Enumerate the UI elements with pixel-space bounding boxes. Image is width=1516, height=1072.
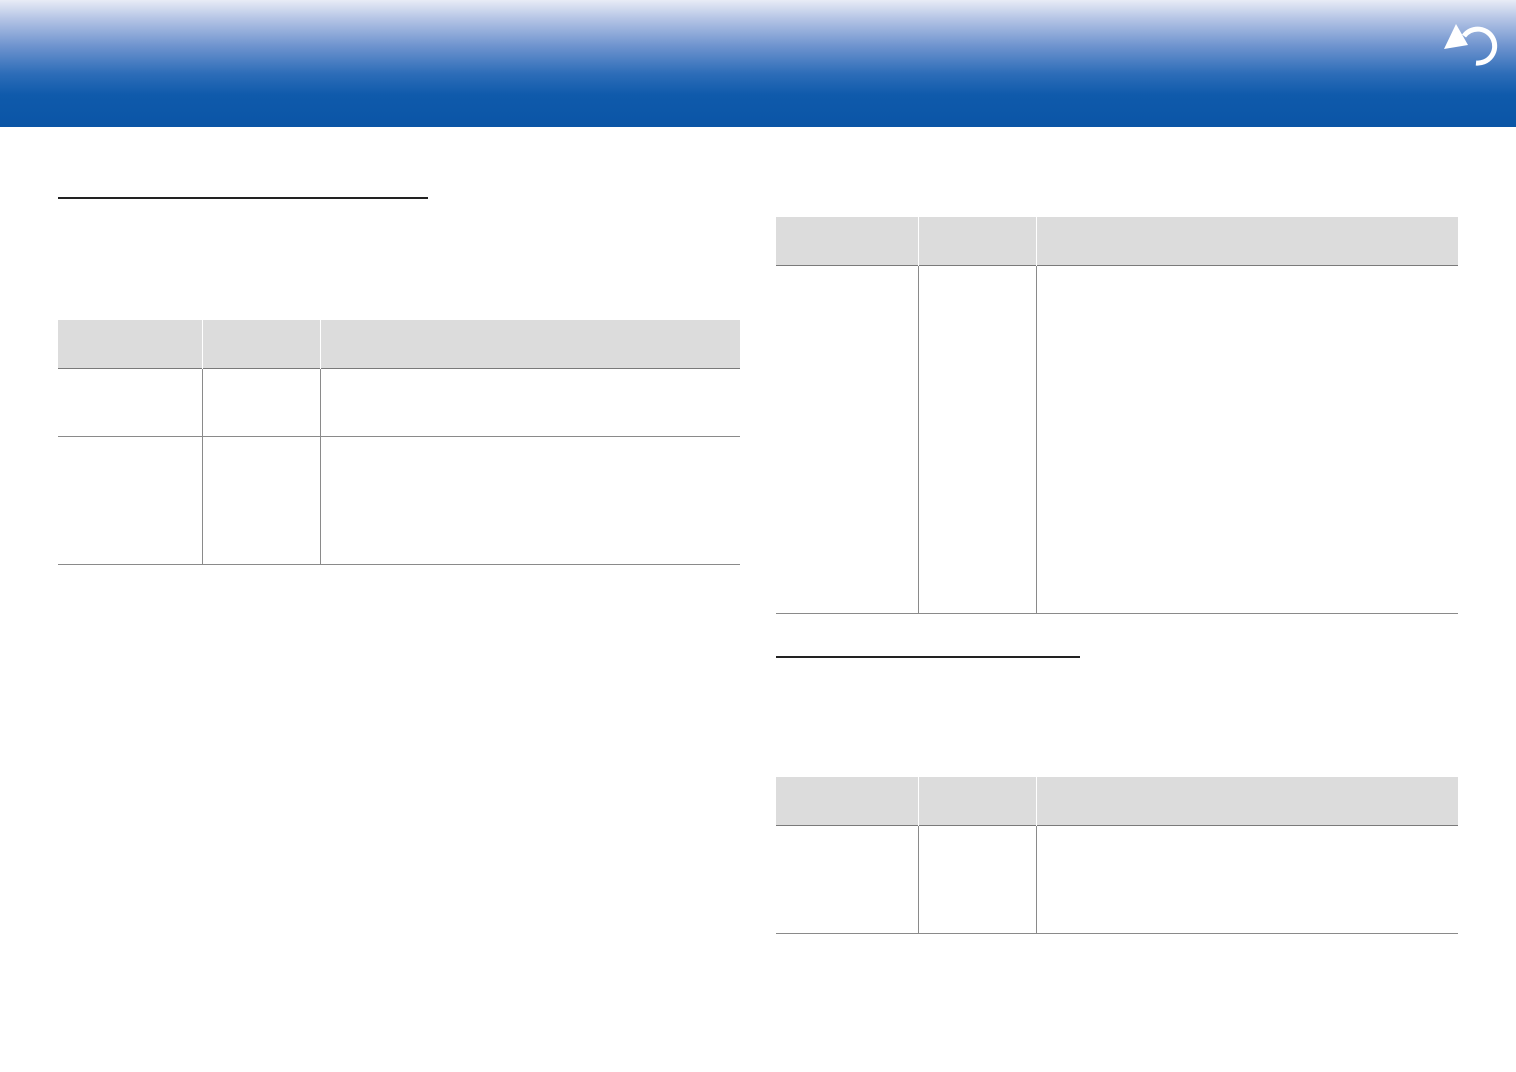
column-header-setting	[58, 320, 202, 369]
table-row	[58, 436, 740, 565]
table-cell	[776, 826, 918, 934]
right-settings-table	[776, 777, 1458, 934]
back-button[interactable]	[1438, 20, 1500, 70]
table-cell	[58, 437, 202, 565]
table-header-row	[58, 320, 740, 369]
table-cell	[319, 368, 740, 437]
table-header-row	[776, 217, 1458, 266]
column-header-default	[201, 320, 320, 369]
table-cell	[917, 825, 1036, 934]
table-cell	[201, 436, 320, 565]
table-cell	[917, 265, 1036, 614]
left-settings-table	[58, 320, 740, 565]
column-header-default	[917, 777, 1036, 826]
column-header-default	[917, 217, 1036, 266]
column-header-description	[319, 320, 740, 369]
right-top-settings-table	[776, 217, 1458, 614]
column-header-description	[1035, 777, 1458, 826]
table-cell	[1035, 825, 1458, 934]
table-row	[776, 265, 1458, 614]
table-cell	[1035, 265, 1458, 614]
table-row	[58, 368, 740, 437]
table-cell	[201, 368, 320, 437]
header-bar	[0, 0, 1516, 127]
return-arrow-icon	[1444, 24, 1498, 66]
column-header-description	[1035, 217, 1458, 266]
table-header-row	[776, 777, 1458, 826]
table-cell	[319, 436, 740, 565]
table-cell	[58, 369, 202, 437]
right-section-rule	[776, 656, 1080, 658]
column-header-setting	[776, 777, 918, 826]
column-header-setting	[776, 217, 918, 266]
left-section-rule	[58, 197, 428, 199]
table-row	[776, 825, 1458, 934]
table-cell	[776, 266, 918, 614]
